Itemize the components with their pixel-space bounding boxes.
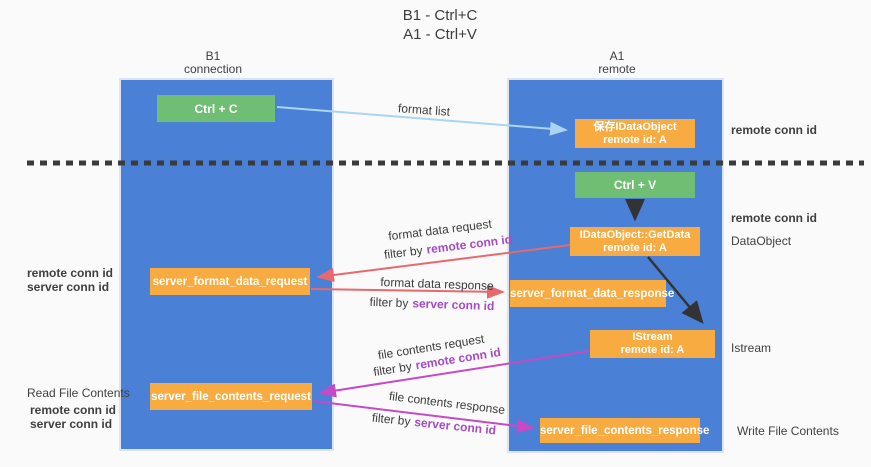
istream-line1: IStream	[632, 331, 673, 343]
getdata-box: IDataObject::GetData remote id: A	[570, 227, 700, 256]
lane-a1-role: remote	[598, 62, 636, 76]
lane-header-a1: A1 remote	[537, 50, 697, 76]
filter-by-text: filter by	[383, 243, 424, 262]
save-dataobject-line1: 保存IDataObject	[593, 120, 677, 133]
istream-box: IStream remote id: A	[590, 330, 715, 358]
annot-read-file-contents: Read File Contents	[27, 386, 130, 400]
ctrl-v-box: Ctrl + V	[575, 172, 695, 198]
ctrl-c-box: Ctrl + C	[157, 95, 275, 122]
server-file-contents-response-box: server_file_contents_response	[540, 418, 710, 443]
title-line-2: A1 - Ctrl+V	[403, 26, 477, 43]
server-file-contents-request-label: server_file_contents_request	[151, 390, 311, 403]
lane-header-b1: B1 connection	[133, 50, 293, 76]
ctrl-v-label: Ctrl + V	[613, 178, 657, 192]
annot-remote-conn-id-mid-right: remote conn id	[731, 211, 818, 225]
annot-remote-conn-id-bottom-left: remote conn id	[30, 403, 117, 417]
server-file-contents-request-box: server_file_contents_request	[150, 383, 312, 410]
server-conn-id-text: server conn id	[413, 414, 497, 438]
lane-b1-role: connection	[183, 62, 243, 76]
annot-write-file-contents: Write File Contents	[737, 424, 839, 438]
flow-label-format-data-response: format data response	[380, 275, 494, 293]
flow-label-file-contents-response: file contents response	[388, 388, 506, 418]
annot-remote-conn-id-top-right: remote conn id	[731, 123, 818, 137]
server-conn-id-text: server conn id	[412, 296, 495, 314]
flow-label-format-list: format list	[397, 101, 451, 119]
server-format-data-request-label: server_format_data_request	[152, 275, 308, 288]
lane-a1-name: A1	[609, 49, 625, 63]
annot-dataobject: DataObject	[731, 234, 792, 248]
ctrl-c-label: Ctrl + C	[194, 101, 238, 116]
server-file-contents-response-label: server_file_contents_response	[540, 424, 710, 437]
save-dataobject-line2: remote id: A	[603, 133, 667, 146]
diagram-title: B1 - Ctrl+C A1 - Ctrl+V	[310, 6, 570, 44]
save-dataobject-box: 保存IDataObject remote id: A	[575, 119, 695, 148]
annot-server-conn-id-mid-left: server conn id	[27, 280, 110, 294]
annot-istream: Istream	[731, 341, 772, 355]
title-line-1: B1 - Ctrl+C	[402, 7, 478, 24]
istream-line2: remote id: A	[620, 344, 685, 356]
server-format-data-response-label: server_format_data_response	[510, 287, 675, 300]
getdata-line2: remote id: A	[603, 241, 667, 254]
annot-remote-conn-id-mid-left: remote conn id	[27, 266, 114, 280]
lane-b1-name: B1	[205, 49, 221, 63]
server-format-data-request-box: server_format_data_request	[150, 268, 310, 295]
filter-by-text: filter by	[371, 410, 412, 429]
filter-by-text: filter by	[369, 294, 409, 311]
annot-server-conn-id-bottom-left: server conn id	[30, 417, 113, 431]
getdata-line1: IDataObject::GetData	[579, 228, 691, 241]
server-format-data-response-box: server_format_data_response	[510, 280, 675, 307]
